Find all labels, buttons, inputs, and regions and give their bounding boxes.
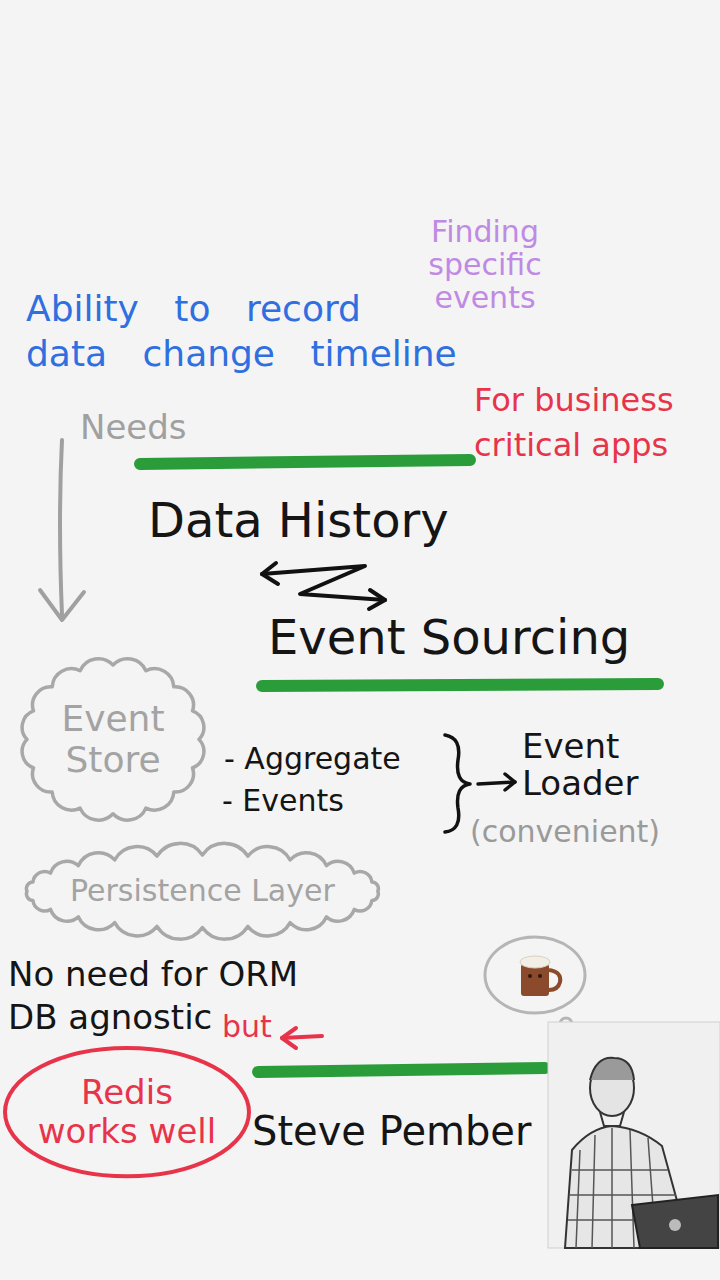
oval-shape <box>5 1048 249 1176</box>
but-arrow <box>282 1036 322 1038</box>
laptop-logo <box>669 1219 681 1231</box>
heading-text: Data History <box>148 493 449 548</box>
note-text: but <box>222 1010 272 1045</box>
mug-body <box>521 964 549 996</box>
cloud-shape <box>22 659 204 820</box>
photo-frame <box>548 1022 720 1248</box>
thought-bubble <box>485 937 585 1013</box>
persistence-layer-cloud: Persistence Layer <box>10 838 395 945</box>
requirement-text: Ability to record data change timeline <box>26 286 468 376</box>
arrow-head <box>369 590 385 609</box>
coffee-mug <box>520 956 560 996</box>
cloud-shape <box>26 843 378 939</box>
list-item: - Events <box>222 784 344 819</box>
needs-arrow-head <box>40 590 84 620</box>
neck <box>600 1112 624 1126</box>
node-text: Redis works well <box>32 1073 222 1151</box>
green-divider <box>258 1068 545 1072</box>
arrow-head <box>282 1028 296 1048</box>
event-store-cloud: Event Store <box>10 648 216 831</box>
arrow-head <box>262 563 278 584</box>
mug-eye <box>528 974 532 978</box>
double-arrow <box>262 566 385 600</box>
speaker-photo <box>548 1022 720 1248</box>
mug-foam <box>520 956 550 968</box>
note-text: For business critical apps <box>474 378 710 468</box>
note-text: No need for ORM <box>8 955 298 994</box>
node-text: Event Store <box>58 698 168 781</box>
redis-oval: Redis works well <box>2 1045 252 1179</box>
arrow-head <box>505 774 515 790</box>
mug-handle <box>549 970 560 990</box>
node-text: Persistence Layer <box>70 874 335 909</box>
green-divider <box>140 460 470 464</box>
result-text: Event Loader <box>522 728 707 803</box>
aside-text: (convenient) <box>470 815 660 850</box>
laptop <box>632 1195 718 1248</box>
arrow-label: Needs <box>80 408 187 447</box>
heading-text: Event Sourcing <box>268 610 630 665</box>
hair <box>590 1058 634 1080</box>
needs-arrow <box>60 440 62 615</box>
note-text: Finding specific events <box>385 215 585 314</box>
mug-eye <box>538 974 542 978</box>
speaker-name: Steve Pember <box>252 1108 531 1154</box>
curly-brace <box>445 735 470 832</box>
green-divider <box>262 684 658 686</box>
note-text: DB agnostic <box>8 998 212 1037</box>
list-item: - Aggregate <box>224 742 401 777</box>
small-arrow <box>478 782 515 784</box>
